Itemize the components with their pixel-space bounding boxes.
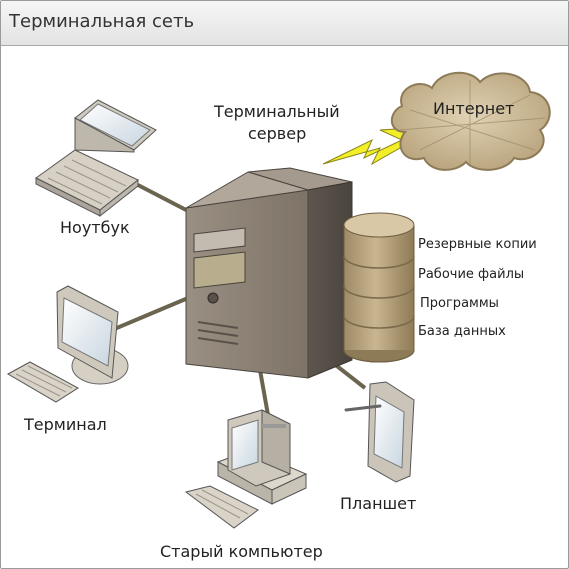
storage-label-backups: Резервные копии [418, 237, 537, 252]
server-label-line1: Терминальный [214, 102, 340, 121]
terminal-icon [6, 285, 129, 403]
cloud-icon [390, 71, 551, 171]
link-terminal [111, 296, 189, 332]
storage-label-work-files: Рабочие файлы [418, 267, 525, 282]
storage-label-programs: Программы [420, 296, 499, 311]
laptop-label: Ноутбук [60, 218, 130, 237]
old-computer-icon [184, 409, 308, 529]
tablet-icon [344, 381, 415, 483]
link-old-pc [258, 369, 270, 416]
lightning-icon [322, 127, 413, 166]
tablet-label: Планшет [340, 494, 417, 513]
laptop-icon [35, 99, 157, 218]
old-computer-label: Старый компьютер [160, 542, 323, 561]
diagram-title: Терминальная сеть [9, 11, 195, 32]
internet-label: Интернет [433, 99, 515, 118]
server-label-line2: сервер [248, 124, 307, 143]
server-icon [185, 167, 353, 379]
link-laptop [137, 183, 191, 214]
title-bar: Терминальная сеть [1, 1, 568, 46]
terminal-label: Терминал [24, 415, 107, 434]
database-icon [343, 212, 415, 363]
storage-label-database: База данных [418, 324, 506, 339]
